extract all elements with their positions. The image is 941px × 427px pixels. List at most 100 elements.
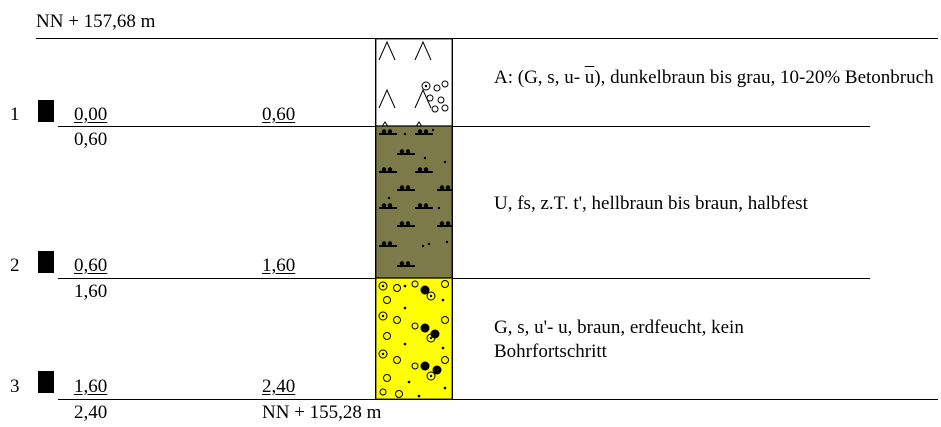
gravel-dot xyxy=(430,329,440,339)
gravel-center xyxy=(381,352,385,356)
silt-point xyxy=(427,242,431,246)
sample-marker-3 xyxy=(38,371,54,393)
silt-dot xyxy=(405,261,411,266)
gravel-circle xyxy=(441,280,449,288)
silt-dot xyxy=(399,149,405,154)
gravel-circle xyxy=(383,374,391,382)
gravel-dot xyxy=(432,365,442,375)
gravel-dot xyxy=(420,285,430,295)
silt-dot xyxy=(405,185,411,190)
gravel-dot xyxy=(420,361,430,371)
layer-u-silt-pattern xyxy=(375,126,453,278)
layer-boundary-2 xyxy=(58,278,870,279)
layer-3-bottom-depth: 2,40 xyxy=(262,376,296,397)
fill-material-symbol xyxy=(378,40,396,61)
gravel-circle xyxy=(426,291,436,301)
silt-point xyxy=(431,128,435,132)
silt-point xyxy=(445,240,449,244)
gravel-circle xyxy=(378,311,388,321)
fill-material-symbol xyxy=(378,88,396,109)
silt-dot xyxy=(381,167,387,172)
silt-dot xyxy=(387,129,393,134)
silt-dot xyxy=(423,129,429,134)
final-depth: 2,40 xyxy=(74,402,108,423)
silt-dot xyxy=(399,261,405,266)
sample-marker-2 xyxy=(38,251,54,273)
gravel-circle xyxy=(437,96,445,104)
gravel-circle xyxy=(441,104,449,112)
gravel-circle xyxy=(421,81,431,91)
layer-u-background xyxy=(375,126,453,278)
gravel-circle xyxy=(411,362,419,370)
silt-dot xyxy=(445,221,451,226)
layer-1-top-depth: 0,00 xyxy=(74,104,108,125)
top-elevation-line xyxy=(36,38,938,39)
silt-dot xyxy=(381,203,387,208)
gravel-circle xyxy=(393,284,401,292)
silt-dot xyxy=(399,185,405,190)
gravel-center xyxy=(429,294,433,298)
gravel-circle xyxy=(383,296,391,304)
silt-dot xyxy=(387,167,393,172)
gravel-dot xyxy=(403,306,407,310)
fill-material-symbol xyxy=(414,88,432,109)
silt-dot xyxy=(417,203,423,208)
fill-material-symbol xyxy=(414,40,432,61)
silt-point xyxy=(437,206,441,210)
silt-dot xyxy=(439,185,445,190)
gravel-circle xyxy=(411,322,419,330)
silt-dot xyxy=(439,221,445,226)
layer-g-gravel-pattern xyxy=(375,125,453,400)
silt-dot xyxy=(387,241,393,246)
boring-column xyxy=(375,38,453,400)
gravel-dot xyxy=(441,346,445,350)
gravel-circle xyxy=(426,371,436,381)
gravel-dot xyxy=(424,84,428,88)
gravel-dot xyxy=(403,284,407,288)
gravel-circle xyxy=(378,349,388,359)
layer-1-description: A: (G, s, u- u), dunkelbraun bis grau, 1… xyxy=(494,67,934,88)
bottom-elevation-line xyxy=(58,399,938,400)
layer-3-start-depth: 1,60 xyxy=(74,281,108,302)
gravel-dot xyxy=(403,342,407,346)
silt-dot xyxy=(417,129,423,134)
gravel-center xyxy=(381,284,385,288)
top-elevation-label: NN + 157,68 m xyxy=(36,11,156,32)
gravel-dot xyxy=(420,323,430,333)
layer-1-bottom-depth: 0,60 xyxy=(262,104,296,125)
silt-point xyxy=(443,160,447,164)
gravel-dot xyxy=(441,298,445,302)
layer-2-description: U, fs, z.T. t', hellbraun bis braun, hal… xyxy=(494,193,808,214)
silt-dot xyxy=(405,221,411,226)
silt-dot xyxy=(405,149,411,154)
silt-dot xyxy=(381,129,387,134)
gravel-circle xyxy=(393,356,401,364)
layer-3-description: G, s, u'- u, braun, erdfeucht, kein Bohr… xyxy=(494,317,744,362)
bottom-elevation-label: NN + 155,28 m xyxy=(262,402,382,423)
gravel-circle xyxy=(441,80,449,88)
silt-point xyxy=(403,132,407,136)
layer-2-top-depth: 0,60 xyxy=(74,255,108,276)
silt-dot xyxy=(417,167,423,172)
gravel-circle xyxy=(383,332,391,340)
silt-dot xyxy=(387,203,393,208)
silt-dot xyxy=(445,185,451,190)
gravel-circle xyxy=(379,388,387,396)
silt-dot xyxy=(423,203,429,208)
sample-index-3: 3 xyxy=(10,376,20,397)
sample-index-2: 2 xyxy=(10,255,20,276)
silt-point xyxy=(421,244,425,248)
gravel-circle xyxy=(411,280,419,288)
boring-column-outline xyxy=(375,38,453,400)
gravel-dot xyxy=(417,394,421,398)
silt-point xyxy=(387,196,391,200)
layer-boundary-1 xyxy=(58,126,870,127)
sample-index-1: 1 xyxy=(10,104,20,125)
sample-marker-1 xyxy=(38,100,54,122)
gravel-center xyxy=(381,314,385,318)
gravel-dot xyxy=(443,386,447,390)
gravel-circle xyxy=(431,105,439,113)
layer-3-top-depth: 1,60 xyxy=(74,376,108,397)
gravel-circle xyxy=(426,94,434,102)
